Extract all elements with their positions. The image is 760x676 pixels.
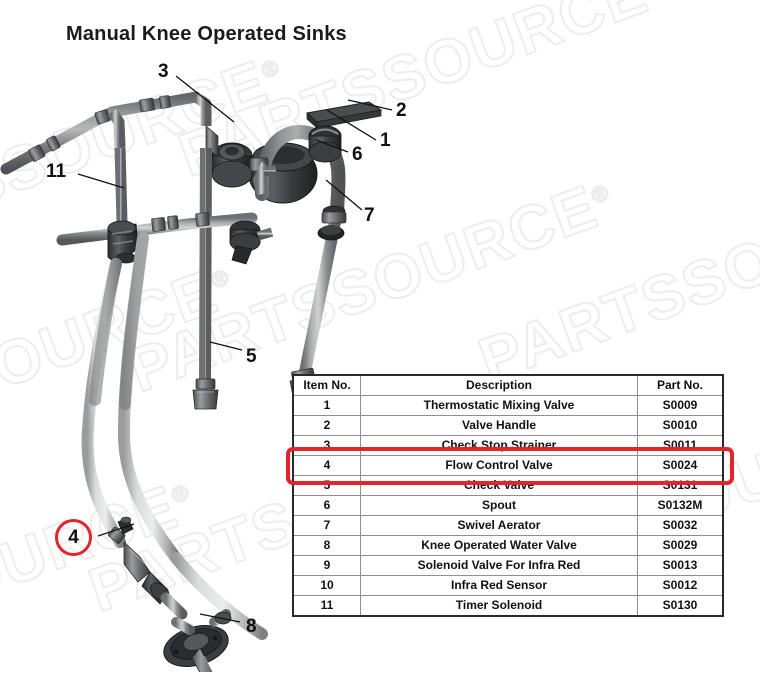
mid-cross-fitting xyxy=(229,220,274,265)
callout-1: 1 xyxy=(380,130,391,151)
part-no-cell: S0009 xyxy=(637,395,723,416)
part-no-cell: S0029 xyxy=(637,535,723,556)
part-no-cell: S0032 xyxy=(637,515,723,536)
knee-operated-water-valve-item8 xyxy=(163,609,232,672)
description-cell: Thermostatic Mixing Valve xyxy=(360,395,638,416)
page-title: Manual Knee Operated Sinks xyxy=(66,23,347,45)
diagram-geometry xyxy=(0,75,393,672)
description-cell: Check Stop Strainer xyxy=(360,435,638,456)
description-cell: Spout xyxy=(360,495,638,516)
check-valve-item5 xyxy=(192,378,219,410)
item-no-cell: 3 xyxy=(293,435,361,456)
column-header-item-no: Item No. xyxy=(293,374,361,396)
description-cell: Timer Solenoid xyxy=(360,595,638,617)
item-no-cell: 9 xyxy=(293,555,361,576)
assembly-diagram xyxy=(0,52,440,672)
item-no-cell: 8 xyxy=(293,535,361,556)
part-no-cell: S0131 xyxy=(637,475,723,496)
watermark-text: PARTSSOURCE® xyxy=(469,161,760,396)
column-header-part-no: Part No. xyxy=(637,374,723,396)
item-no-cell: 5 xyxy=(293,475,361,496)
item-no-cell: 4 xyxy=(293,455,361,476)
leader-lines xyxy=(77,75,393,623)
description-cell: Flow Control Valve xyxy=(360,455,638,476)
callout-7: 7 xyxy=(364,205,375,226)
part-no-cell: S0010 xyxy=(637,415,723,436)
description-cell: Solenoid Valve For Infra Red xyxy=(360,555,638,576)
swivel-aerator-item7 xyxy=(317,205,347,241)
callout-2: 2 xyxy=(396,100,407,121)
middle-rail xyxy=(56,212,258,246)
part-no-cell: S0024 xyxy=(637,455,723,476)
part-no-cell: S0132M xyxy=(637,495,723,516)
back-left-elbow xyxy=(107,108,128,223)
supply-legs xyxy=(81,232,268,640)
spout-drop-leg xyxy=(289,205,347,402)
item-no-cell: 7 xyxy=(293,515,361,536)
timer-solenoid-item11 xyxy=(107,220,139,266)
table-header-row: Item No. Description Part No. xyxy=(293,374,723,396)
check-stop-strainer xyxy=(192,92,269,188)
item-no-cell: 6 xyxy=(293,495,361,516)
leg-a-union xyxy=(141,571,188,620)
item-no-cell: 2 xyxy=(293,415,361,436)
item-no-cell: 1 xyxy=(293,395,361,416)
upper-back-rail xyxy=(0,91,202,175)
callout-3: 3 xyxy=(158,61,169,82)
part-no-cell: S0013 xyxy=(637,555,723,576)
strainer-drop-leg xyxy=(192,147,219,410)
part-no-cell: S0011 xyxy=(637,435,723,456)
column-header-description: Description xyxy=(360,374,638,396)
description-cell: Infra Red Sensor xyxy=(360,575,638,596)
callout-8: 8 xyxy=(246,616,257,637)
description-cell: Valve Handle xyxy=(360,415,638,436)
item-no-cell: 10 xyxy=(293,575,361,596)
valve-handle-plate xyxy=(305,101,383,129)
description-cell: Knee Operated Water Valve xyxy=(360,535,638,556)
part-no-cell: S0130 xyxy=(637,595,723,617)
callout-6: 6 xyxy=(352,144,363,165)
description-cell: Swivel Aerator xyxy=(360,515,638,536)
callout-5: 5 xyxy=(246,346,257,367)
strainer-to-valve-pipe xyxy=(253,161,277,196)
part-no-cell: S0012 xyxy=(637,575,723,596)
description-cell: Check Valve xyxy=(360,475,638,496)
callout-11: 11 xyxy=(46,161,67,182)
callout-4-highlighted: 4 xyxy=(55,519,92,556)
item-no-cell: 11 xyxy=(293,595,361,617)
